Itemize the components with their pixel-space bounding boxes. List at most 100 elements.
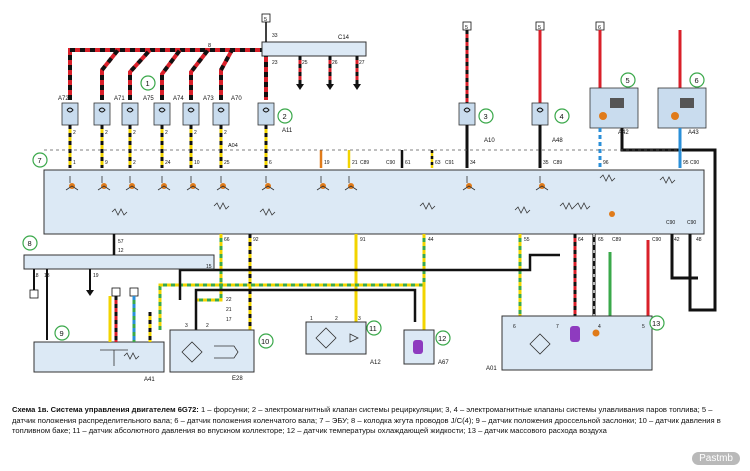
connector-c14: C14 8 5 33 23 25 26 27 xyxy=(208,13,367,90)
ecu-bottom-wires: 66 92 91 44 55 64 65 42 48 C89 C90 xyxy=(158,148,717,330)
egr-valve-a11: A11 2 xyxy=(257,102,293,134)
svg-text:92: 92 xyxy=(253,237,259,243)
svg-text:A01: A01 xyxy=(486,366,497,372)
callout-3 xyxy=(478,108,494,124)
svg-text:6: 6 xyxy=(269,160,272,166)
callout-9 xyxy=(54,325,70,341)
callout-5 xyxy=(620,72,636,88)
caption-text: 1 – форсунки; 2 – электромагнитный клапа… xyxy=(12,405,721,435)
svg-text:A70: A70 xyxy=(231,96,242,102)
svg-text:A04: A04 xyxy=(228,143,238,149)
svg-text:A48: A48 xyxy=(552,138,563,144)
svg-text:57: 57 xyxy=(118,239,124,245)
junction-connector-jc4: 8 57 12 18 13 19 15 xyxy=(22,234,215,340)
svg-text:44: 44 xyxy=(428,237,434,243)
svg-text:8: 8 xyxy=(28,239,32,248)
svg-text:35: 35 xyxy=(543,160,549,166)
svg-text:19: 19 xyxy=(324,160,330,166)
svg-text:15: 15 xyxy=(206,264,212,270)
svg-text:A73: A73 xyxy=(203,96,214,102)
callout-12 xyxy=(435,330,451,346)
svg-text:4: 4 xyxy=(560,112,564,121)
svg-text:9: 9 xyxy=(105,160,108,166)
svg-text:1: 1 xyxy=(73,160,76,166)
map-sensor-a12: 11 A12 1 2 3 xyxy=(305,316,382,366)
callout-1 xyxy=(140,75,156,91)
svg-text:5: 5 xyxy=(538,25,541,31)
svg-text:2: 2 xyxy=(73,130,76,136)
svg-text:7: 7 xyxy=(556,324,559,330)
svg-text:63: 63 xyxy=(435,160,441,166)
svg-text:1: 1 xyxy=(310,316,313,322)
svg-text:3: 3 xyxy=(185,323,188,329)
figure-caption: Схема 1в. Система управления двигателем … xyxy=(12,405,738,437)
svg-text:2: 2 xyxy=(206,323,209,329)
crankshaft-sensor-a43: A43 6 xyxy=(657,30,707,168)
svg-text:C89: C89 xyxy=(360,160,369,166)
svg-text:C14: C14 xyxy=(338,35,350,41)
svg-text:24: 24 xyxy=(165,160,171,166)
svg-text:A10: A10 xyxy=(484,138,495,144)
svg-text:27: 27 xyxy=(359,60,365,66)
svg-text:91: 91 xyxy=(360,237,366,243)
svg-text:95: 95 xyxy=(683,160,689,166)
svg-text:8: 8 xyxy=(208,43,211,49)
svg-text:A67: A67 xyxy=(438,360,449,366)
svg-text:2: 2 xyxy=(335,316,338,322)
callout-13 xyxy=(649,315,665,331)
svg-text:6: 6 xyxy=(598,25,601,31)
evap-valve-a10: 5 A10 3 xyxy=(458,21,495,144)
svg-text:34: 34 xyxy=(470,160,476,166)
svg-text:21: 21 xyxy=(226,307,232,313)
svg-text:7: 7 xyxy=(38,156,42,165)
svg-text:42: 42 xyxy=(674,237,680,243)
svg-text:26: 26 xyxy=(332,60,338,66)
tps-a41: 9 A41 xyxy=(33,287,165,383)
svg-text:2: 2 xyxy=(165,130,168,136)
callout-2 xyxy=(277,108,293,124)
svg-text:3: 3 xyxy=(484,112,488,121)
svg-text:18: 18 xyxy=(33,273,39,279)
svg-text:E28: E28 xyxy=(232,376,243,382)
svg-text:6: 6 xyxy=(695,76,699,85)
svg-text:5: 5 xyxy=(264,17,267,23)
svg-text:48: 48 xyxy=(696,237,702,243)
svg-text:A11: A11 xyxy=(282,128,293,134)
svg-text:61: 61 xyxy=(405,160,411,166)
evap-valve-a48: 5 A48 4 xyxy=(531,21,570,144)
svg-text:12: 12 xyxy=(118,248,124,254)
svg-text:9: 9 xyxy=(60,329,64,338)
injector-a75: A75 xyxy=(121,96,154,126)
svg-text:5: 5 xyxy=(642,324,645,330)
svg-text:66: 66 xyxy=(224,237,230,243)
svg-text:25: 25 xyxy=(302,60,308,66)
svg-text:1: 1 xyxy=(146,79,150,88)
callout-10 xyxy=(258,333,274,349)
svg-text:2: 2 xyxy=(194,130,197,136)
svg-text:33: 33 xyxy=(272,33,278,39)
svg-text:19: 19 xyxy=(93,273,99,279)
svg-text:A43: A43 xyxy=(688,130,699,136)
svg-text:13: 13 xyxy=(652,319,660,328)
fuel-tank-pressure-e28: 10 E28 22 21 17 3 2 xyxy=(169,297,274,382)
injector-a74: A74 xyxy=(153,96,184,126)
injector-a70: A70 xyxy=(212,96,242,126)
svg-text:10: 10 xyxy=(261,337,269,346)
svg-text:C89: C89 xyxy=(612,237,621,243)
svg-text:5: 5 xyxy=(465,25,468,31)
svg-text:23: 23 xyxy=(272,60,278,66)
svg-text:C90: C90 xyxy=(652,237,661,243)
svg-text:11: 11 xyxy=(369,324,377,333)
svg-text:A12: A12 xyxy=(370,360,381,366)
injectors: A72 A71 A75 A74 A73 A70 1 xyxy=(58,75,242,126)
svg-text:A75: A75 xyxy=(143,96,154,102)
svg-text:A41: A41 xyxy=(144,377,155,383)
svg-text:2: 2 xyxy=(133,130,136,136)
svg-text:A74: A74 xyxy=(173,96,184,102)
svg-text:10: 10 xyxy=(194,160,200,166)
svg-text:21: 21 xyxy=(352,160,358,166)
watermark: Pastmb xyxy=(692,452,740,465)
callout-8 xyxy=(22,235,38,251)
svg-text:2: 2 xyxy=(133,160,136,166)
